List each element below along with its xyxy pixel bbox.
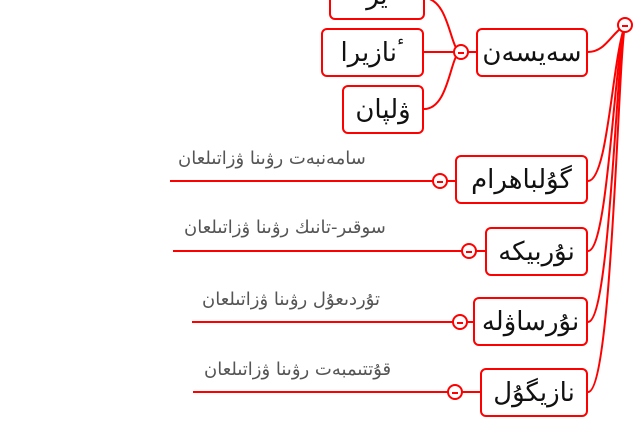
node-label: سەيسەن — [482, 37, 582, 68]
nursaule-collapse-toggle[interactable] — [452, 314, 468, 330]
note-nazigul: قۇتتىمبەت رۋىنا ۋزاتىلعان — [204, 359, 392, 380]
gulbahram-collapse-toggle[interactable] — [432, 173, 448, 189]
nazigul-collapse-toggle[interactable] — [447, 384, 463, 400]
node-gulbahram[interactable]: گۇلباھرام — [455, 155, 588, 204]
note-gulbahram: سامەنبەت رۋىنا ۋزاتىلعان — [178, 148, 366, 169]
node-label: گۇلباھرام — [471, 164, 572, 195]
note-nurbike: سوقىر-تانىك رۋىنا ۋزاتىلعان — [184, 217, 386, 238]
nurbike-collapse-toggle[interactable] — [461, 243, 477, 259]
node-label: نۇربيكە — [498, 236, 575, 267]
node-nurbike[interactable]: نۇربيكە — [485, 227, 588, 276]
node-label: ير — [366, 0, 388, 11]
node-nazigul[interactable]: نازيگۇل — [480, 368, 588, 417]
node-nursaule[interactable]: نۇرساۋلە — [473, 297, 588, 346]
node-label: ٴنازيرا — [340, 37, 405, 68]
note-nursaule: تۇردىعۇل رۋىنا ۋزاتىلعان — [202, 289, 381, 310]
node-nazira[interactable]: ٴنازيرا — [321, 28, 424, 77]
node-top-partial[interactable]: ير — [329, 0, 425, 20]
node-seisen[interactable]: سەيسەن — [476, 28, 588, 77]
node-label: ۋلپان — [355, 94, 411, 125]
seisen-collapse-toggle[interactable] — [453, 44, 469, 60]
root-collapse-toggle[interactable] — [617, 17, 633, 33]
node-label: نازيگۇل — [493, 377, 575, 408]
node-ulpan[interactable]: ۋلپان — [342, 85, 424, 134]
node-label: نۇرساۋلە — [481, 306, 580, 337]
